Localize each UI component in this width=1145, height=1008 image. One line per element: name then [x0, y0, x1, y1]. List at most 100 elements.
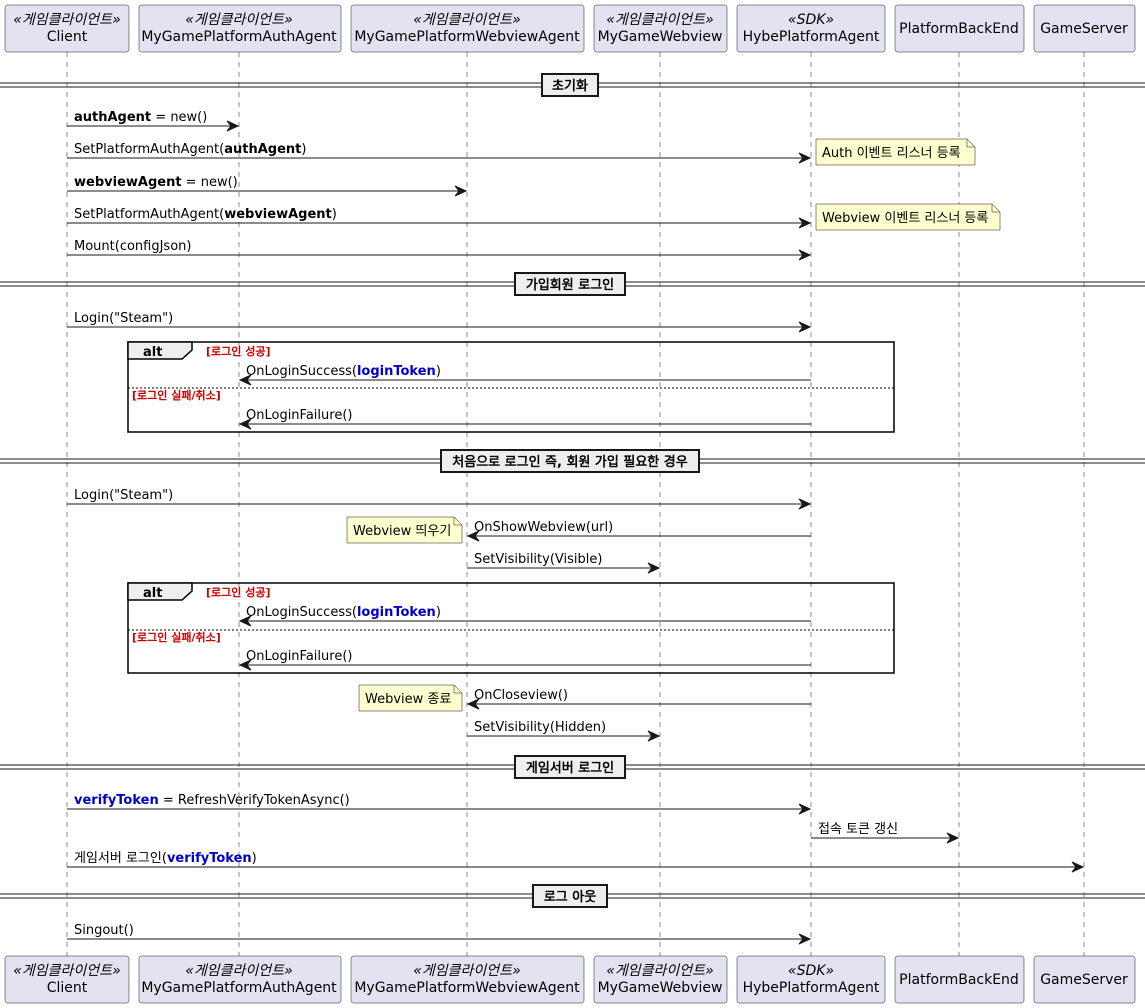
alt-fragment: alt[로그인 성공][로그인 실패/취소] — [127, 582, 895, 674]
message-label: OnLoginFailure() — [246, 649, 352, 664]
note-box — [815, 203, 1001, 231]
participant-hybe: «SDK»HybePlatformAgent — [736, 955, 886, 1004]
arrowhead — [647, 730, 661, 742]
message-label: OnLoginSuccess(loginToken) — [246, 605, 441, 620]
participant-name: Client — [47, 29, 88, 45]
participant-box — [4, 4, 130, 53]
divider-first: 처음으로 로그인 즉, 회원 가입 필요한 경우 — [0, 449, 1145, 473]
participant-box — [350, 955, 585, 1004]
arrowhead — [238, 374, 252, 386]
note-text: Webview 이벤트 리스너 등록 — [822, 211, 988, 226]
note-text: Auth 이벤트 리스너 등록 — [822, 146, 961, 161]
note-fold — [966, 139, 975, 148]
divider-box — [541, 73, 599, 97]
message-label: 접속 토큰 갱신 — [818, 822, 898, 837]
message-label: authAgent = new() — [74, 110, 207, 125]
message-m12: OnLoginSuccess(loginToken) — [238, 605, 811, 627]
arrowhead — [798, 152, 812, 164]
message-label: OnLoginFailure() — [246, 408, 352, 423]
arrowhead — [466, 698, 480, 710]
divider-member: 가입회원 로그인 — [0, 272, 1145, 296]
message-label: Login("Steam") — [74, 311, 173, 326]
alt-keyword: alt — [143, 586, 162, 601]
note-fold — [453, 685, 462, 694]
alt-guard: [로그인 실패/취소] — [132, 630, 221, 644]
participant-name: GameServer — [1040, 21, 1128, 37]
note-text: Webview 종료 — [365, 692, 451, 707]
divider-label: 처음으로 로그인 즉, 회원 가입 필요한 경우 — [452, 454, 687, 470]
divider-box — [514, 755, 626, 779]
note-box — [346, 516, 463, 544]
participant-webagent: «게임클라이언트»MyGamePlatformWebviewAgent — [350, 955, 585, 1004]
message-m6: Login("Steam") — [67, 311, 812, 333]
divider-box — [514, 272, 626, 296]
divider-gameserver: 게임서버 로그인 — [0, 755, 1145, 779]
message-m8: OnLoginFailure() — [238, 408, 811, 430]
message-m13: OnLoginFailure() — [238, 649, 811, 671]
participant-backend: PlatformBackEnd — [894, 955, 1025, 1004]
participant-name: PlatformBackEnd — [899, 21, 1019, 37]
alt-guard: [로그인 성공] — [206, 344, 270, 358]
message-m16: verifyToken = RefreshVerifyTokenAsync() — [67, 793, 812, 815]
message-label: SetVisibility(Visible) — [474, 552, 602, 567]
participant-name: MyGamePlatformWebviewAgent — [354, 29, 580, 45]
note-n4: Webview 종료 — [358, 684, 463, 712]
divider-init: 초기화 — [0, 73, 1145, 97]
participant-name: HybePlatformAgent — [743, 980, 880, 996]
note-box — [358, 684, 463, 712]
participant-name: GameServer — [1040, 972, 1128, 988]
participant-stereotype: «게임클라이언트» — [413, 12, 520, 28]
message-label: OnCloseview() — [474, 688, 568, 703]
message-m14: OnCloseview() — [466, 688, 811, 710]
message-m7: OnLoginSuccess(loginToken) — [238, 364, 811, 386]
participant-name: Client — [47, 980, 88, 996]
alt-tab — [127, 341, 193, 360]
divider-label: 가입회원 로그인 — [526, 277, 614, 293]
participant-stereotype: «게임클라이언트» — [185, 963, 292, 979]
note-text: Webview 띄우기 — [353, 524, 451, 539]
arrowhead — [238, 659, 252, 671]
note-box — [815, 138, 976, 166]
participant-auth: «게임클라이언트»MyGamePlatformAuthAgent — [138, 955, 342, 1004]
participant-client: «게임클라이언트»Client — [4, 955, 130, 1004]
message-m15: SetVisibility(Hidden) — [467, 720, 661, 742]
note-n1: Auth 이벤트 리스너 등록 — [815, 138, 976, 166]
participant-webview: «게임클라이언트»MyGameWebview — [593, 4, 728, 53]
participant-name: MyGamePlatformWebviewAgent — [354, 980, 580, 996]
alt-guard: [로그인 실패/취소] — [132, 388, 221, 402]
participant-server: GameServer — [1033, 4, 1136, 53]
message-label: Mount(configJson) — [74, 239, 191, 254]
participant-webagent: «게임클라이언트»MyGamePlatformWebviewAgent — [350, 4, 585, 53]
participant-name: MyGamePlatformAuthAgent — [141, 29, 337, 45]
participant-box — [736, 4, 886, 53]
participant-box — [4, 955, 130, 1004]
note-fold — [453, 517, 462, 526]
message-label: webviewAgent = new() — [74, 175, 238, 190]
arrowhead — [238, 418, 252, 430]
arrowhead — [466, 530, 480, 542]
participant-box — [736, 955, 886, 1004]
alt-keyword: alt — [143, 345, 162, 360]
message-m4: SetPlatformAuthAgent(webviewAgent) — [67, 207, 812, 229]
participant-name: PlatformBackEnd — [899, 972, 1019, 988]
participant-stereotype: «게임클라이언트» — [13, 12, 120, 28]
alt-tab — [127, 582, 193, 601]
message-m1: authAgent = new() — [67, 110, 240, 132]
message-label: Login("Steam") — [74, 488, 173, 503]
arrowhead — [226, 120, 240, 132]
participant-box — [1033, 4, 1136, 53]
note-n2: Webview 이벤트 리스너 등록 — [815, 203, 1001, 231]
alt-fragment: alt [로그인 성공] [로그인 실패/취소] — [127, 341, 895, 433]
message-m5: Mount(configJson) — [67, 239, 812, 261]
participant-stereotype: «SDK» — [788, 12, 834, 28]
participant-hybe: «SDK»HybePlatformAgent — [736, 4, 886, 53]
message-m18: 게임서버 로그인(verifyToken) — [67, 851, 1085, 873]
message-m11: SetVisibility(Visible) — [467, 552, 661, 574]
arrowhead — [1071, 861, 1085, 873]
participant-box — [894, 4, 1025, 53]
participant-client: «게임클라이언트»Client — [4, 4, 130, 53]
participant-stereotype: «게임클라이언트» — [606, 963, 713, 979]
note-n3: Webview 띄우기 — [346, 516, 463, 544]
participant-name: MyGamePlatformAuthAgent — [141, 980, 337, 996]
